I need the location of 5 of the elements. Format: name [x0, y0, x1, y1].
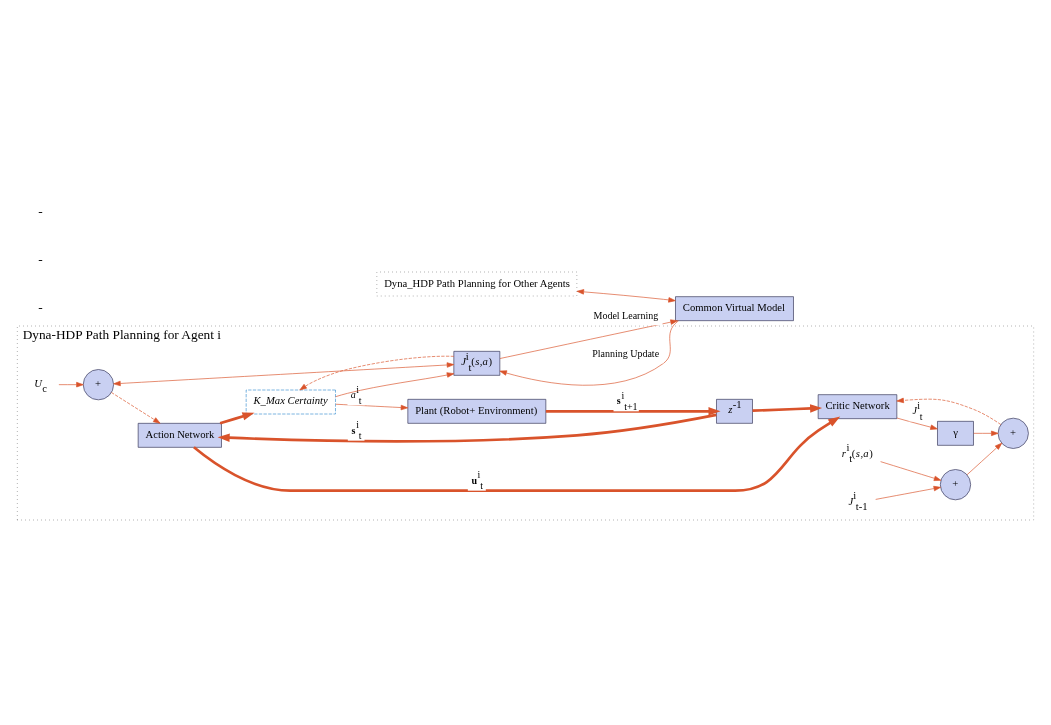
label: - [38, 299, 43, 315]
edge-label: Planning Update [592, 347, 660, 359]
label: - [38, 203, 43, 219]
label: - [38, 251, 43, 267]
edge-label: Model Learning [593, 309, 659, 321]
